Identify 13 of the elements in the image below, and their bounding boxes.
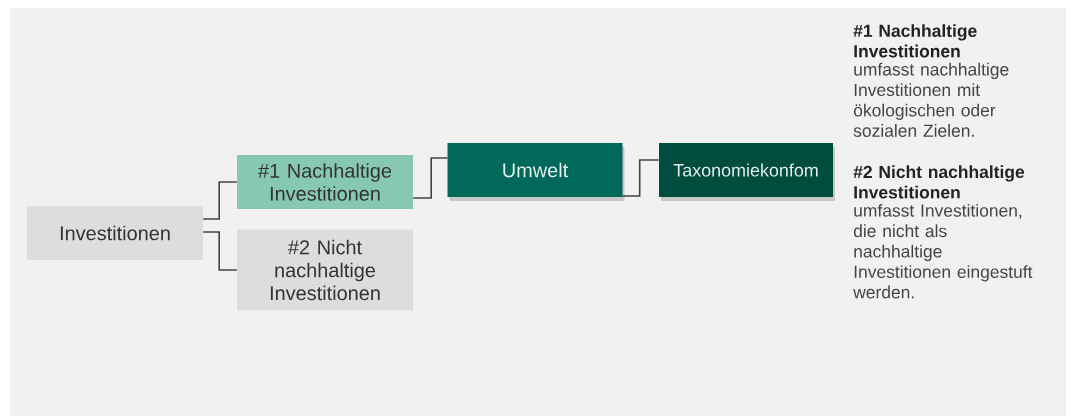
- connector-line: [412, 157, 449, 199]
- description-heading: #2 Nicht nachhaltige Investitionen: [853, 165, 1025, 199]
- category-box: Taxonomiekonfom: [659, 143, 835, 201]
- category-box: #1 Nachhaltige Investitionen: [237, 155, 413, 209]
- connector-line: [202, 181, 238, 220]
- connector-line: [202, 231, 238, 271]
- connector-line: [621, 159, 660, 197]
- description-heading: #1 Nachhaltige Investitionen: [853, 24, 977, 58]
- category-box: Investitionen: [27, 206, 203, 260]
- description-text: umfasst Investitionen, die nicht als nachhaltige Investitionen eingestuft werden.: [853, 203, 1033, 299]
- category-box: #2 Nicht nachhaltige Investitionen: [237, 229, 413, 311]
- description-text: umfasst nachhaltige Investitionen mit ökologischen oder sozialen Zielen.: [853, 62, 1009, 137]
- category-box: Umwelt: [447, 143, 625, 201]
